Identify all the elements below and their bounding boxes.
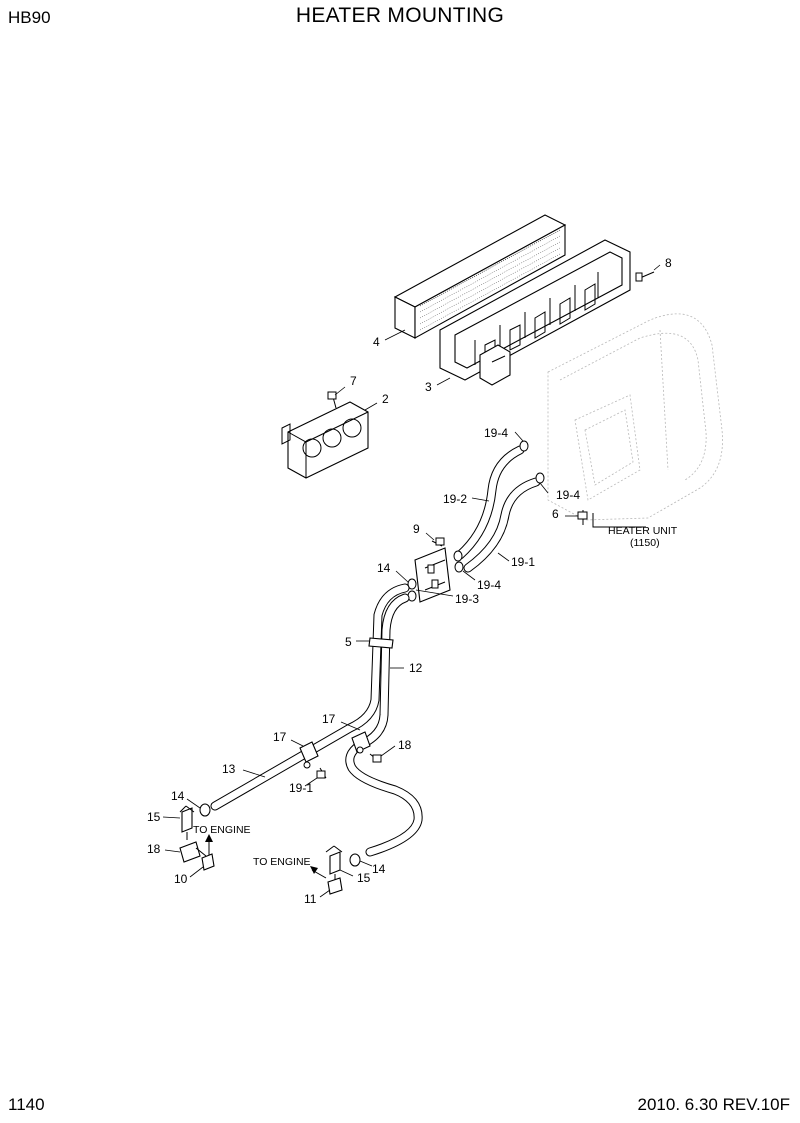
heater-unit-label: HEATER UNIT — [608, 525, 678, 537]
callout-18: 18 — [147, 842, 161, 856]
bolt-17b — [369, 753, 382, 763]
callout-19-4b: 19-4 — [556, 488, 580, 502]
model-code: HB90 — [8, 8, 51, 27]
to-engine-left: TO ENGINE — [193, 824, 251, 836]
callout-14c: 14 — [372, 862, 386, 876]
heater-unit-ghost — [547, 313, 723, 521]
callout-14a: 14 — [377, 561, 391, 575]
callout-10: 10 — [174, 872, 188, 886]
callout-15a: 15 — [147, 810, 161, 824]
clamp-5 — [368, 637, 394, 649]
callout-13: 13 — [222, 762, 236, 776]
callout-4: 4 — [373, 335, 380, 349]
callout-9: 9 — [413, 522, 420, 536]
to-engine-right: TO ENGINE — [253, 856, 311, 868]
callout-7: 7 — [350, 374, 357, 388]
bolt-17a — [316, 767, 327, 779]
fitting-18 — [179, 841, 207, 863]
hose-rings-14 — [199, 803, 361, 867]
callout-3: 3 — [425, 380, 432, 394]
bolt-6 — [577, 510, 588, 525]
valve-15-right — [325, 845, 343, 880]
callout-19-4a: 19-4 — [484, 426, 508, 440]
callout-11: 11 — [304, 892, 317, 906]
leader-lines — [162, 264, 661, 898]
callout-19-3: 19-3 — [455, 592, 479, 606]
heater-unit-leader — [592, 513, 646, 528]
callout-17b: 19-1 — [289, 781, 313, 795]
bracket-plate — [414, 547, 451, 603]
fitting-10 — [201, 853, 215, 871]
arrow-to-engine-right — [310, 866, 327, 879]
callout-14b: 14 — [171, 789, 185, 803]
part-2-control-panel — [281, 401, 369, 479]
callout-15b: 15 — [357, 871, 371, 885]
page-number: 1140 — [8, 1095, 45, 1114]
part-4-filter — [393, 214, 567, 339]
callout-19-2: 19-2 — [443, 492, 467, 506]
callout-8: 8 — [665, 256, 672, 270]
callout-16a: 17 — [322, 712, 336, 726]
bolt-7 — [327, 391, 337, 409]
hose-19 — [455, 445, 541, 573]
part-3-blower — [439, 239, 631, 386]
callout-12: 12 — [409, 661, 423, 675]
callout-17a: 18 — [398, 738, 412, 752]
revision-date: 2010. 6.30 REV.10F — [637, 1095, 791, 1114]
callout-19-1: 19-1 — [511, 555, 535, 569]
callout-6: 6 — [552, 507, 559, 521]
pipe-13 — [210, 583, 410, 811]
callout-19-4c: 19-4 — [477, 578, 501, 592]
fitting-11 — [327, 877, 343, 895]
bolt-9 — [431, 537, 445, 547]
bolt-8 — [635, 271, 655, 282]
arrow-to-engine-left — [205, 834, 213, 855]
callout-5: 5 — [345, 635, 352, 649]
callouts: 4 3 2 7 8 19-4 19-4 19-2 6 9 19-1 14 19-… — [147, 256, 678, 906]
callout-2: 2 — [382, 392, 389, 406]
heater-unit-ref: (1150) — [630, 537, 660, 549]
page-title: HEATER MOUNTING — [295, 4, 505, 27]
callout-16b: 17 — [273, 730, 287, 744]
clamp-16 — [299, 731, 371, 769]
valve-15-left — [179, 805, 195, 840]
